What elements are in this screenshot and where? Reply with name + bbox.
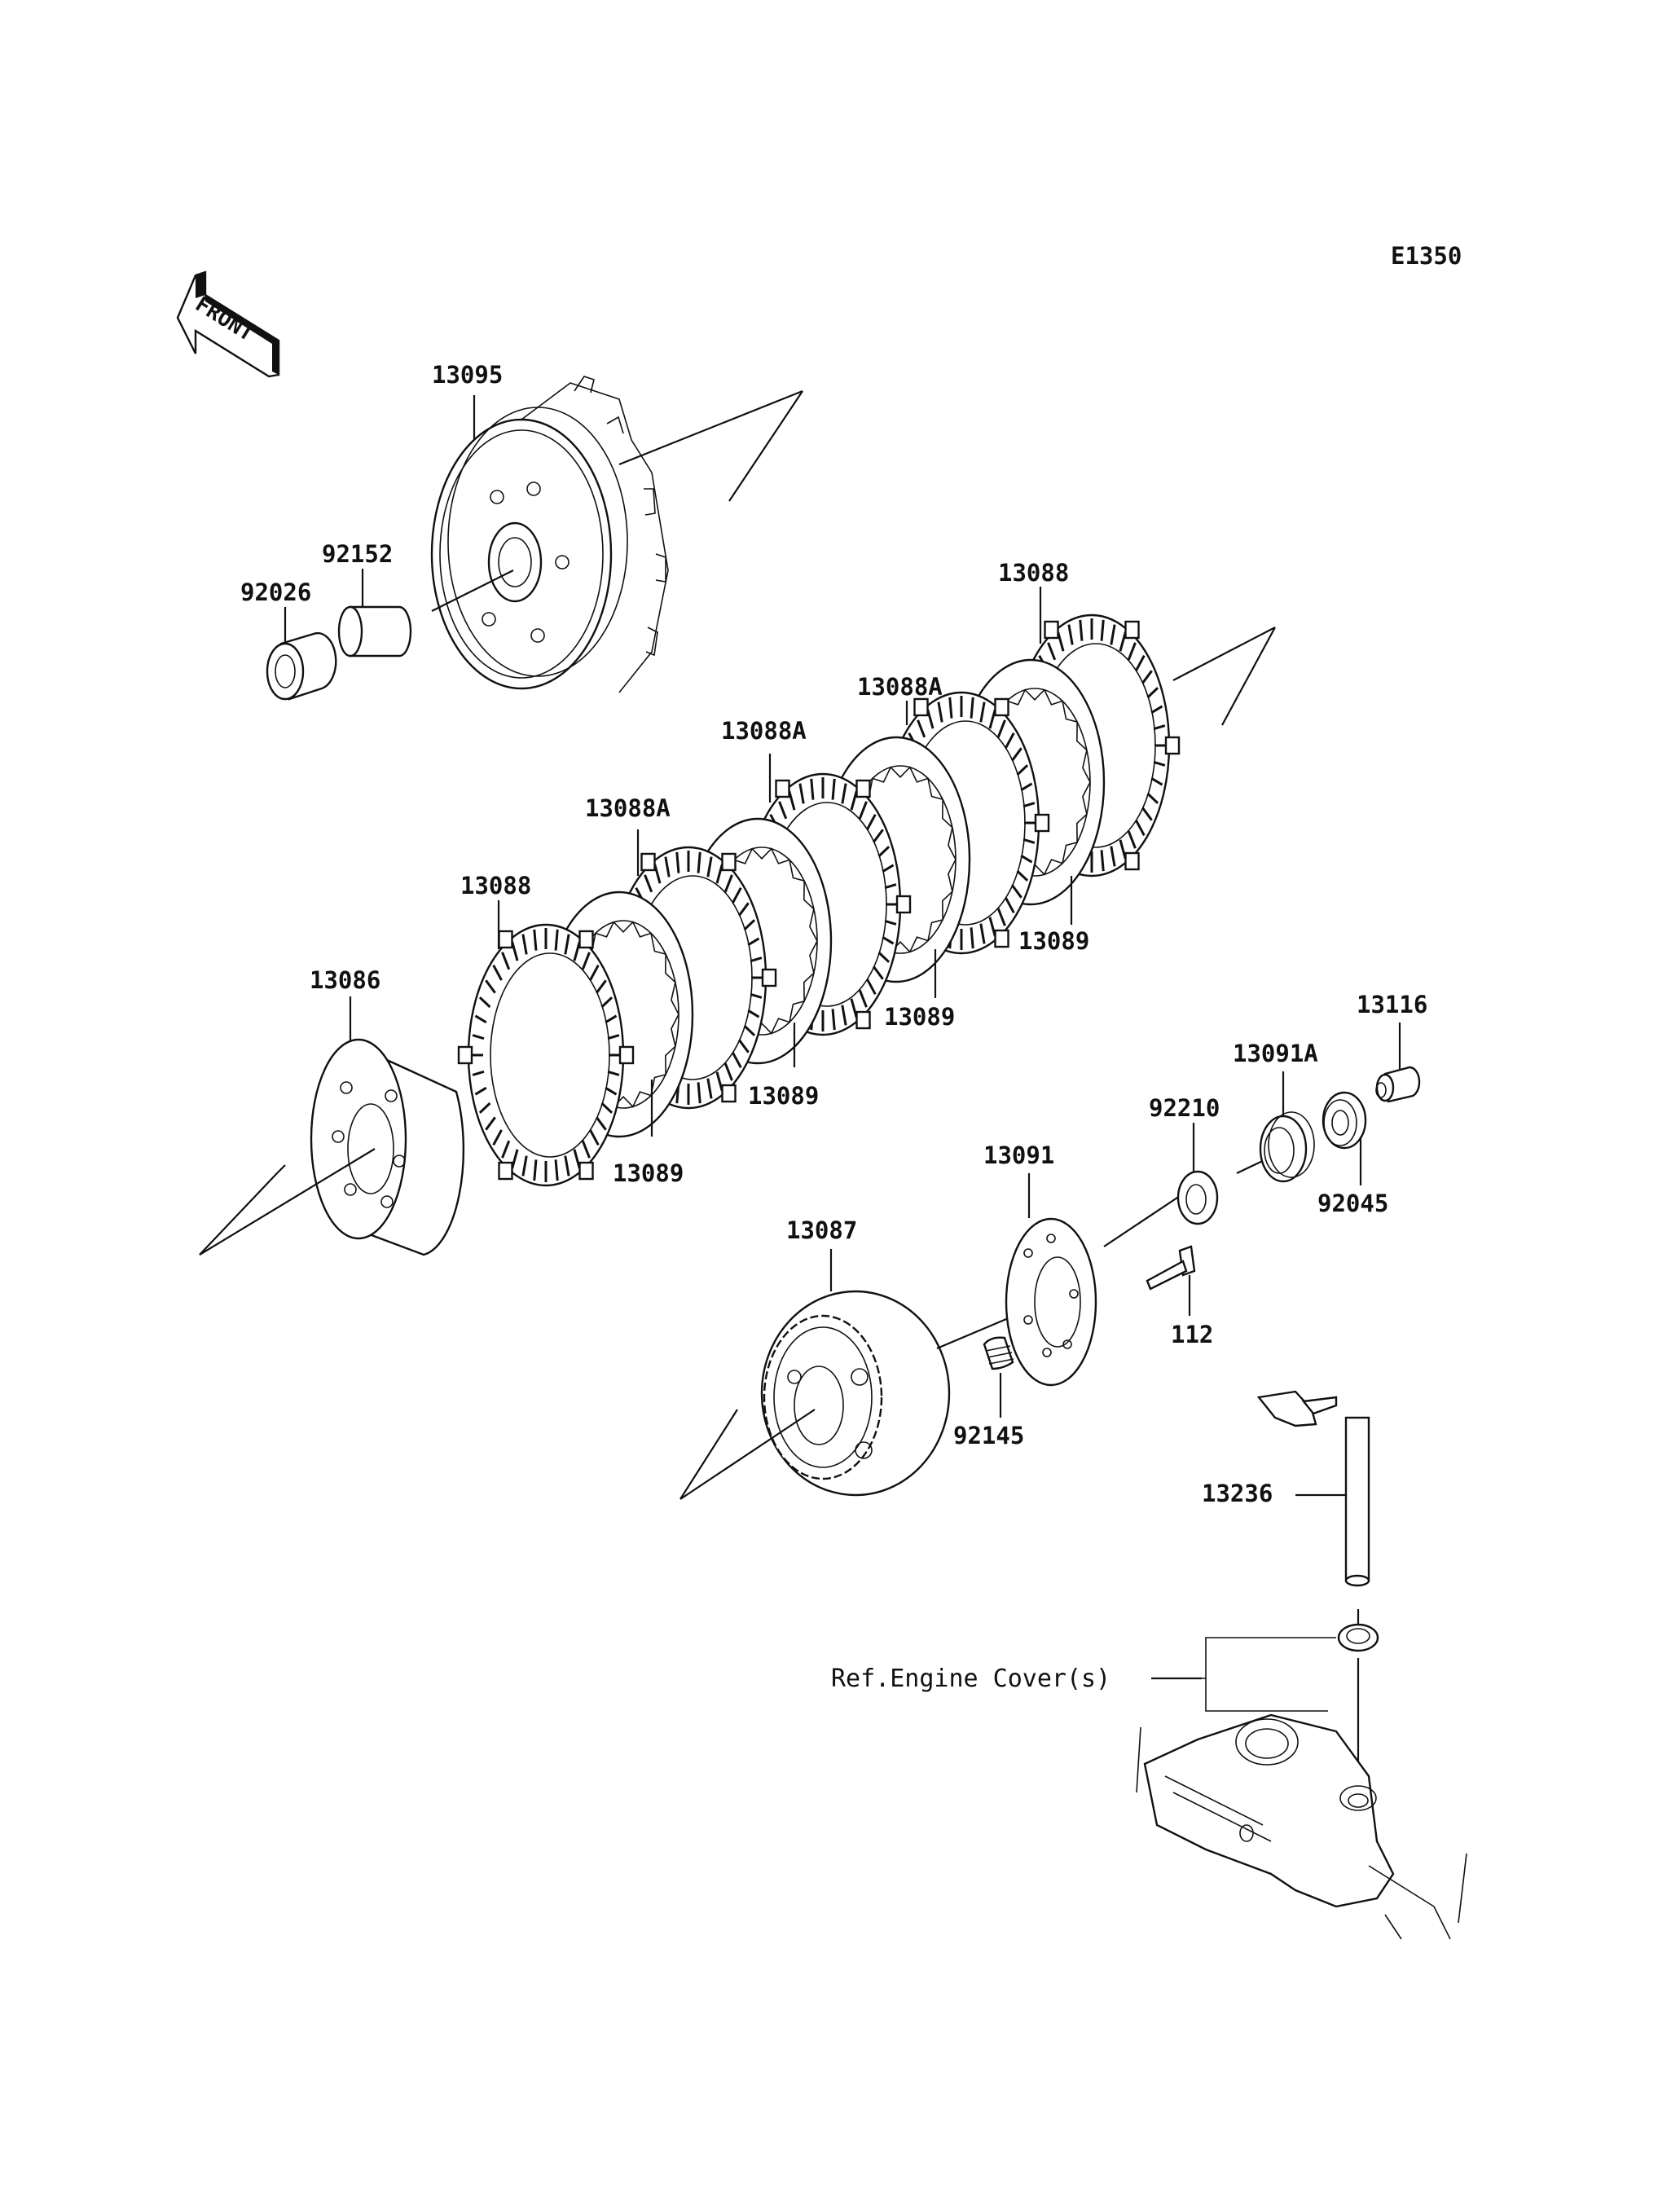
part-13086-clutch-hub[interactable]: 13086 — [199, 966, 465, 1256]
part-92145-spring[interactable]: 92145 — [953, 1336, 1024, 1449]
label-13091: 13091 — [983, 1141, 1054, 1169]
clutch-plate-stack — [1172, 627, 1276, 726]
label-13089-2: 13089 — [748, 1082, 819, 1110]
label-13088A-1: 13088A — [585, 794, 671, 822]
reference-label: Ref.Engine Cover(s) — [831, 1665, 1110, 1693]
label-13116: 13116 — [1357, 991, 1427, 1018]
label-92152: 92152 — [322, 540, 393, 568]
diagram-code: E1350 — [1391, 242, 1462, 270]
plate-labels: 13088 13088A 13088A 13088A 13088 13089 1… — [460, 559, 1089, 1187]
part-13095-clutch-housing[interactable]: 13095 — [430, 361, 803, 693]
label-13089-1: 13089 — [613, 1159, 684, 1187]
label-13088-bottom: 13088 — [460, 872, 531, 899]
part-92210-nut[interactable]: 92210 — [1149, 1094, 1272, 1225]
part-13116-push-rod[interactable]: 13116 — [1357, 991, 1427, 1103]
front-arrow-icon: FRONT — [176, 270, 280, 378]
label-13086: 13086 — [310, 966, 380, 994]
label-92045: 92045 — [1317, 1190, 1388, 1217]
label-13089-4: 13089 — [1018, 927, 1089, 955]
part-112-bolt[interactable]: 112 — [1146, 1245, 1213, 1348]
label-13095: 13095 — [432, 361, 503, 389]
label-13088A-3: 13088A — [857, 673, 943, 701]
label-13088A-2: 13088A — [721, 717, 807, 745]
label-13091A: 13091A — [1233, 1040, 1318, 1067]
part-92152-sleeve[interactable]: 92152 — [322, 540, 412, 658]
label-13088-top: 13088 — [998, 559, 1069, 587]
label-92145: 92145 — [953, 1422, 1024, 1449]
label-13089-3: 13089 — [884, 1003, 955, 1031]
part-13087-pressure-plate[interactable]: 13087 — [679, 1216, 1044, 1500]
friction-plate-13088-bottom[interactable] — [457, 923, 635, 1187]
label-13236: 13236 — [1202, 1480, 1273, 1507]
label-92210: 92210 — [1149, 1094, 1220, 1122]
part-13236-release-shaft[interactable]: 13236 — [1202, 1390, 1370, 1625]
label-112: 112 — [1171, 1321, 1213, 1348]
label-92026: 92026 — [240, 578, 311, 606]
label-13087: 13087 — [786, 1216, 857, 1244]
part-13091A-pusher[interactable]: 13091A — [1233, 1040, 1318, 1183]
part-92045-bearing[interactable]: 92045 — [1317, 1091, 1388, 1217]
part-92026-spacer[interactable]: 92026 — [240, 578, 337, 701]
part-13091-spring-plate[interactable]: 13091 — [983, 1141, 1190, 1387]
engine-cover-reference: Ref.Engine Cover(s) — [831, 1637, 1467, 1940]
